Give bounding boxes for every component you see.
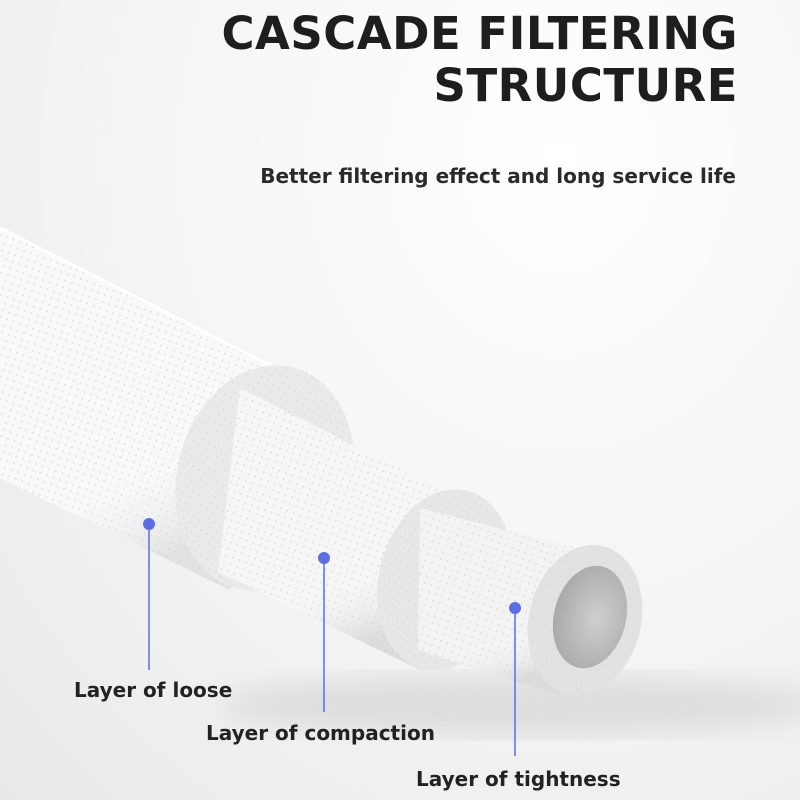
callout-loose xyxy=(143,518,155,670)
inner-layer-end-face xyxy=(527,545,643,695)
layer-label-tightness: Layer of tightness xyxy=(416,767,621,791)
layer-label-compaction: Layer of compaction xyxy=(206,721,435,745)
page-subtitle: Better filtering effect and long service… xyxy=(260,164,736,188)
callout-compaction xyxy=(318,552,330,712)
title-line-1: CASCADE FILTERING xyxy=(221,7,738,60)
page-title: CASCADE FILTERING STRUCTURE xyxy=(221,8,738,112)
layer-label-loose: Layer of loose xyxy=(74,678,233,702)
callout-tightness xyxy=(509,602,521,756)
title-line-2: STRUCTURE xyxy=(433,59,738,112)
tube-bore xyxy=(552,565,628,669)
